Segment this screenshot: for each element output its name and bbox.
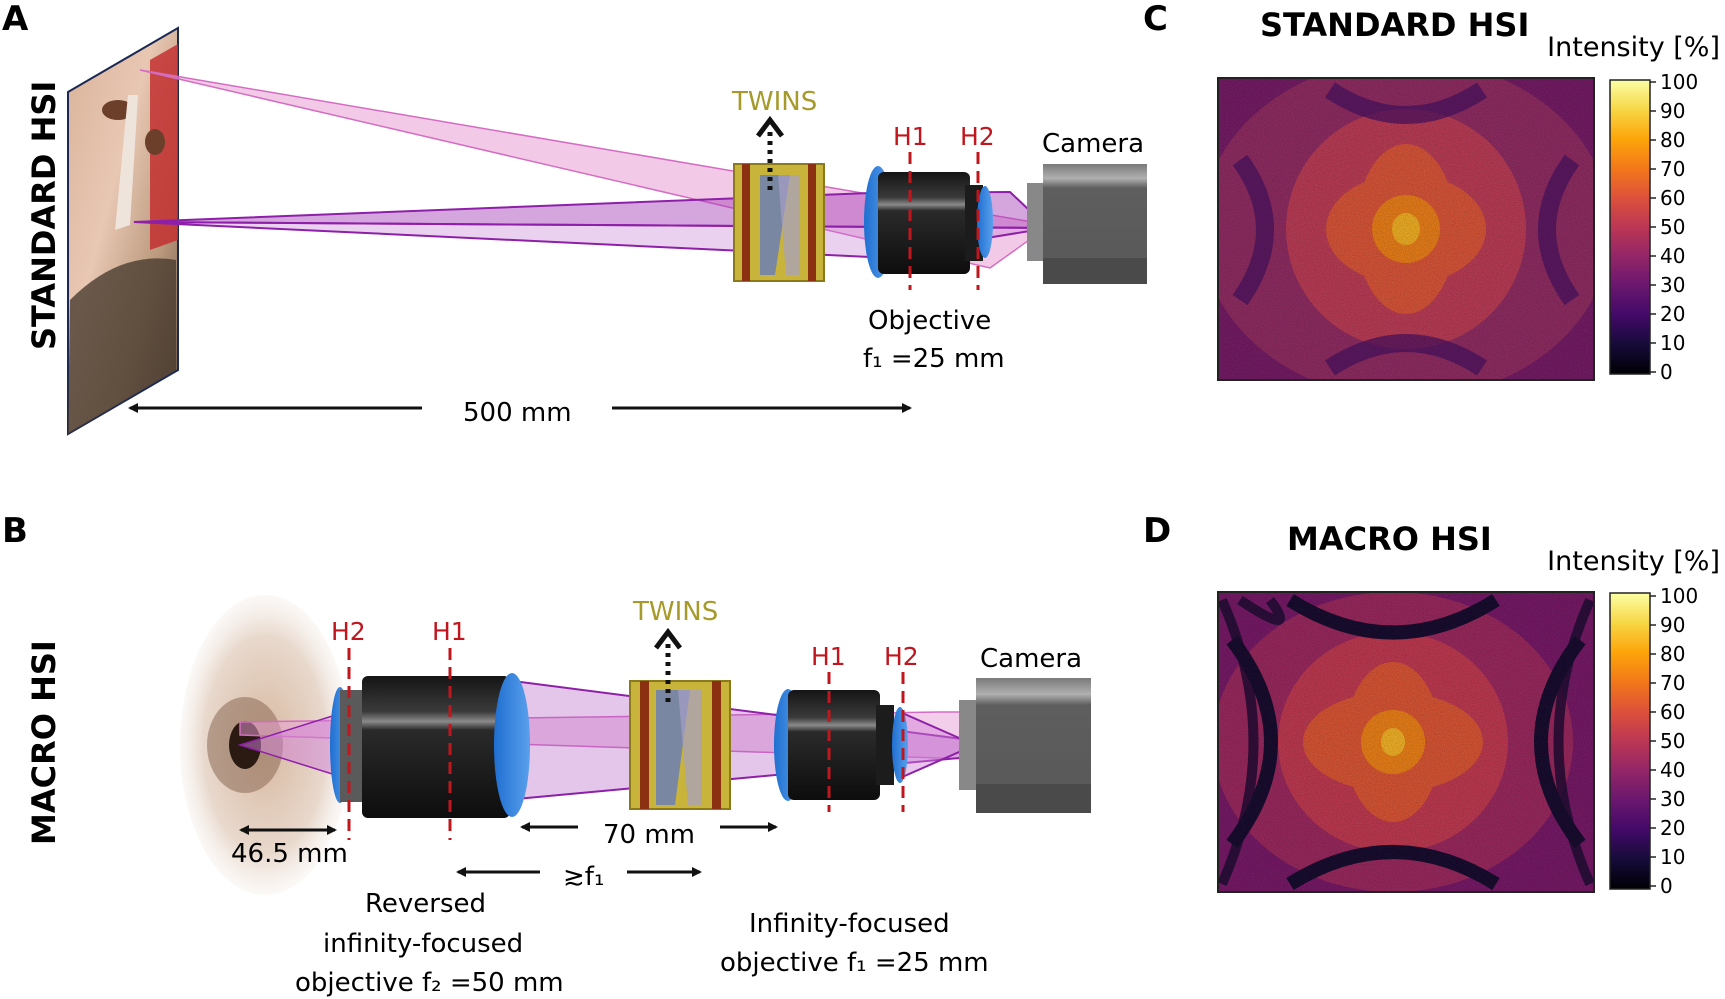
reversed-objective-lens [330,673,530,818]
painting-image [67,26,179,436]
colorbar-c-tick-label: 100 [1660,70,1698,94]
colorbar-label-d: Intensity [%] [1547,546,1720,577]
twins-label: TWINS [731,87,817,117]
colorbar-d-tick-label: 50 [1660,729,1685,753]
distance-70: 70 mm [603,820,695,850]
h1-label: H1 [893,122,928,151]
colorbar-d-tick-label: 20 [1660,816,1685,840]
colorbar-d-tick-label: 0 [1660,874,1673,898]
infinity-label-line2: objective f₁ =25 mm [720,948,989,978]
panel-letter-d: D [1143,511,1171,551]
colorbar-c-tick-label: 40 [1660,244,1685,268]
colorbar-d-tick-label: 80 [1660,642,1685,666]
colorbar-c-tick-label: 50 [1660,215,1685,239]
h2-left-label: H2 [331,617,366,646]
twins-interferometer [733,163,825,282]
heatmap-title-d: MACRO HSI [1287,520,1492,558]
infinity-objective-lens [774,689,908,801]
h1-right-label: H1 [811,642,846,671]
colorbar-c-tick-label: 10 [1660,331,1685,355]
side-label-standard: STANDARD HSI [25,81,63,350]
distance-focal: ≳f₁ [563,862,604,892]
panel-a: A STANDARD HSI TWINS [2,0,1147,436]
camera-b [959,678,1091,813]
colorbar-c-tick-label: 90 [1660,99,1685,123]
distance-46-5: 46.5 mm [231,839,348,869]
infinity-label-line1: Infinity-focused [749,909,950,939]
h1-left-label: H1 [432,617,467,646]
colorbar-d-tick-label: 100 [1660,584,1698,608]
h2-label: H2 [960,122,995,151]
colorbar-d-tick-label: 70 [1660,671,1685,695]
reversed-label-line3: objective f₂ =50 mm [295,968,564,998]
reversed-label-line1: Reversed [365,889,486,919]
colorbar-c-tick-label: 0 [1660,360,1673,384]
colorbar-c-tick-label: 60 [1660,186,1685,210]
distance-500: 500 mm [463,398,572,428]
h2-right-label: H2 [884,642,919,671]
panel-d: D MACRO HSI Intensity [%] [1143,511,1720,898]
camera-label: Camera [1042,129,1144,159]
colorbar-c-tick-label: 70 [1660,157,1685,181]
side-label-macro: MACRO HSI [25,640,63,845]
colorbar-label-c: Intensity [%] [1547,32,1720,63]
colorbar-d-tick-label: 90 [1660,613,1685,637]
objective-lens [864,166,993,278]
twins-interferometer-b [629,680,731,810]
reversed-label-line2: infinity-focused [323,929,523,959]
camera [1027,164,1147,284]
colorbar-c-tick-label: 80 [1660,128,1685,152]
camera-label-b: Camera [980,644,1082,674]
colorbar-c-tick-label: 20 [1660,302,1685,326]
colorbar-d [1609,592,1651,890]
panel-letter-b: B [2,511,28,551]
colorbar-d-tick-label: 60 [1660,700,1685,724]
panel-letter-a: A [2,0,29,39]
twins-label-b: TWINS [632,597,718,627]
heatmap-title-c: STANDARD HSI [1260,6,1529,44]
colorbar-d-tick-label: 10 [1660,845,1685,869]
panel-letter-c: C [1143,0,1168,39]
panel-b: B MACRO HSI H2 H1 [2,511,1091,998]
colorbar-d-tick-label: 40 [1660,758,1685,782]
colorbar-d-tick-label: 30 [1660,787,1685,811]
heatmap-macro [1218,592,1594,892]
objective-label-line2: f₁ =25 mm [863,344,1005,374]
objective-label-line1: Objective [868,306,991,336]
heatmap-standard [1218,78,1594,380]
panel-c: C STANDARD HSI Intensity [%] 10090807060… [1143,0,1720,384]
colorbar-c-tick-label: 30 [1660,273,1685,297]
colorbar-c [1609,79,1651,375]
